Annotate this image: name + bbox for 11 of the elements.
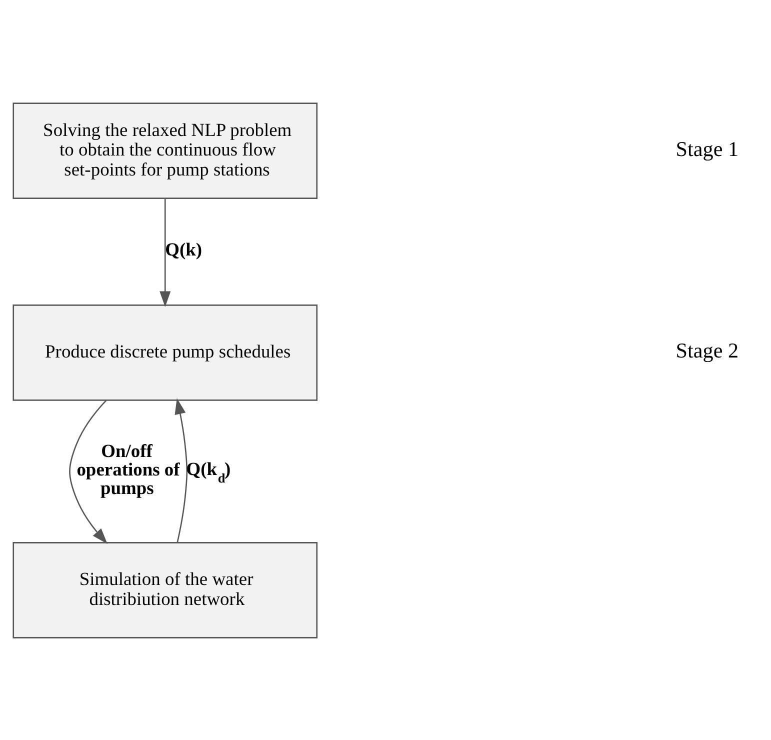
edge-label: Q(k$_{d}$) bbox=[186, 458, 231, 486]
node-box: Simulation of the water distribiution network bbox=[12, 542, 318, 638]
label: Stage 1 bbox=[676, 136, 739, 160]
arrow bbox=[69, 400, 108, 544]
node-box: Solving the relaxed NLP problem to obtain the continuous flow set-points for pump stations bbox=[12, 102, 318, 198]
node-box: Produce discrete pump schedules bbox=[12, 304, 318, 400]
arrow bbox=[160, 198, 171, 307]
arrow bbox=[174, 398, 188, 542]
label: Stage 2 bbox=[676, 338, 739, 362]
edge-label: On/off operations of pumps bbox=[76, 440, 180, 498]
edge-label: Q(k) bbox=[165, 238, 202, 259]
